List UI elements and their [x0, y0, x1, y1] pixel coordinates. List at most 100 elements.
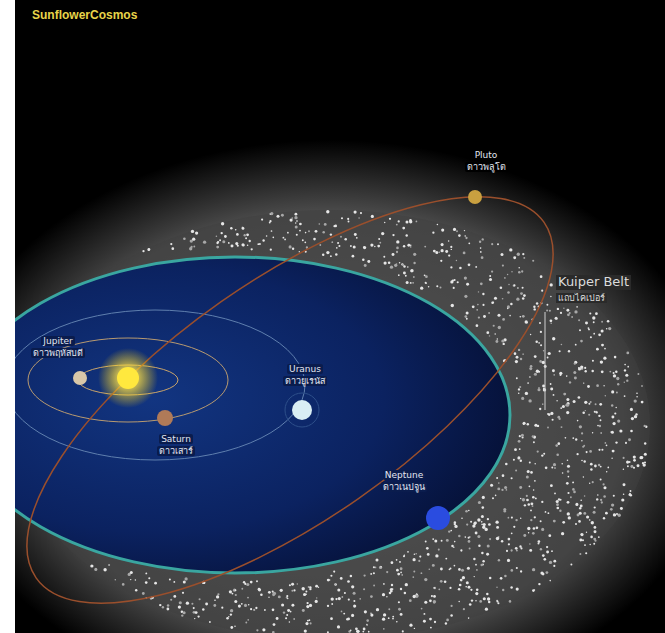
belt-object [478, 545, 480, 547]
belt-object [523, 534, 526, 537]
belt-object [483, 523, 486, 526]
belt-object [293, 618, 295, 620]
belt-object [306, 602, 308, 604]
belt-object [516, 550, 518, 552]
belt-object [400, 567, 403, 570]
belt-object [470, 589, 472, 591]
belt-object [396, 224, 398, 226]
belt-object [578, 319, 580, 321]
belt-object [596, 498, 598, 500]
belt-object [405, 275, 407, 277]
belt-object [507, 308, 508, 309]
belt-object [598, 333, 601, 336]
belt-object [480, 247, 482, 249]
belt-object [637, 373, 639, 375]
belt-object [451, 605, 453, 607]
belt-object [473, 558, 475, 560]
belt-object [534, 373, 537, 376]
belt-object [318, 223, 320, 225]
belt-object [229, 590, 232, 593]
belt-object [313, 238, 316, 241]
belt-object [561, 426, 563, 428]
belt-object [241, 243, 244, 246]
belt-object [475, 564, 477, 566]
belt-object [413, 595, 416, 598]
belt-object [438, 588, 440, 590]
belt-object [241, 603, 243, 605]
belt-object [604, 348, 606, 350]
belt-object [351, 585, 354, 588]
belt-object [464, 277, 467, 280]
belt-object [483, 315, 486, 318]
belt-object [403, 245, 405, 247]
belt-object [494, 297, 497, 300]
belt-object [350, 630, 352, 632]
belt-object [528, 532, 529, 533]
belt-object [191, 230, 194, 233]
belt-object [576, 306, 578, 308]
belt-object [489, 538, 491, 540]
belt-object [216, 595, 219, 598]
belt-object [366, 619, 369, 622]
belt-object [550, 383, 552, 385]
belt-object [630, 465, 633, 468]
belt-object [392, 588, 394, 590]
belt-object [296, 234, 298, 236]
belt-object [488, 601, 490, 603]
belt-object [550, 283, 553, 286]
belt-object [540, 520, 542, 522]
belt-object [456, 260, 457, 261]
belt-object [610, 508, 613, 511]
belt-object [261, 219, 263, 221]
belt-object [270, 212, 273, 215]
belt-object [634, 415, 637, 418]
belt-object [94, 568, 97, 571]
belt-object [567, 512, 570, 515]
belt-object [478, 291, 479, 292]
belt-object [416, 221, 418, 223]
belt-object [517, 456, 520, 459]
belt-object [567, 465, 570, 468]
belt-object [623, 493, 625, 495]
planet-label: ดาวยูเรนัส [283, 376, 327, 386]
belt-object [516, 356, 519, 359]
belt-object [453, 228, 456, 231]
belt-object [477, 304, 479, 306]
belt-object [601, 321, 603, 323]
belt-object [461, 569, 464, 572]
belt-object [197, 615, 199, 617]
belt-object [600, 479, 602, 481]
belt-object [291, 583, 294, 586]
belt-object [340, 577, 343, 580]
belt-object [226, 617, 229, 620]
belt-object [553, 560, 556, 563]
belt-object [182, 592, 184, 594]
belt-object [378, 238, 380, 240]
belt-object [480, 282, 483, 285]
belt-object [583, 382, 584, 383]
belt-object [502, 298, 504, 300]
belt-object [250, 608, 252, 610]
belt-object [518, 267, 519, 268]
belt-object [532, 568, 535, 571]
belt-object [589, 483, 590, 484]
belt-object [193, 246, 195, 248]
belt-object [358, 217, 360, 219]
belt-object [477, 535, 480, 538]
belt-object [498, 482, 500, 484]
belt-object [259, 243, 261, 245]
belt-object [194, 618, 195, 619]
belt-object [424, 274, 426, 276]
belt-object [463, 252, 466, 255]
belt-object [384, 262, 387, 265]
belt-object [166, 608, 169, 611]
belt-object [589, 450, 592, 453]
belt-object [374, 246, 376, 248]
belt-object [221, 607, 223, 609]
belt-object [579, 539, 582, 542]
belt-object [508, 517, 510, 519]
belt-object [521, 270, 523, 272]
belt-object [216, 242, 218, 244]
belt-object [520, 517, 521, 518]
